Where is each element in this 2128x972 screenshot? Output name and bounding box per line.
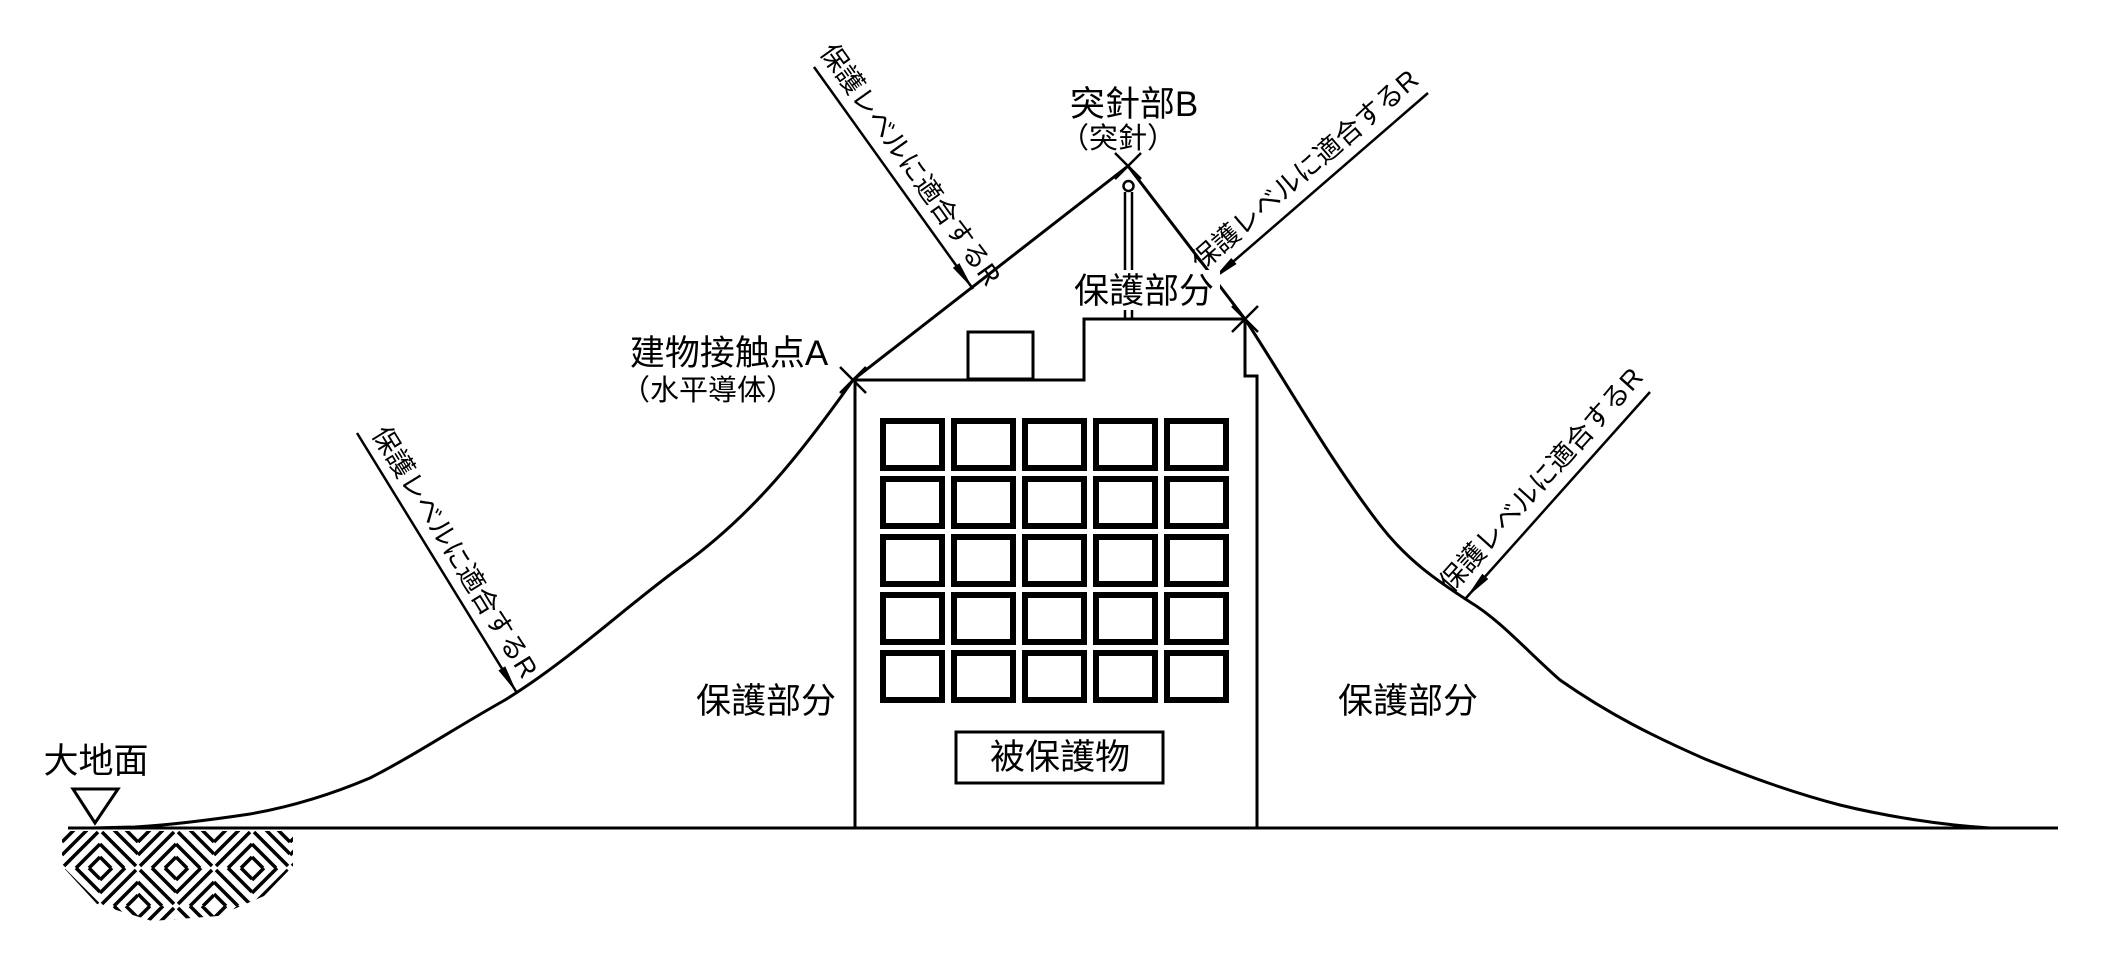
air-terminal-title: 突針部B <box>1070 85 1198 124</box>
contact-x-mark-left <box>839 366 867 394</box>
protected-part-top-label: 保護部分 <box>1074 272 1214 311</box>
ground-surface-label: 大地面 <box>43 742 148 781</box>
protected-object-box <box>954 730 1165 785</box>
air-terminal-subtitle: （突針） <box>1060 122 1176 155</box>
building-window <box>1093 476 1158 529</box>
building-window <box>1022 650 1087 703</box>
protected-part-right-label: 保護部分 <box>1338 682 1478 721</box>
building-window <box>1164 534 1229 587</box>
radius-arrow-lower-left <box>355 432 519 694</box>
building-window <box>1164 650 1229 703</box>
building-window <box>880 476 945 529</box>
building-window <box>1093 418 1158 471</box>
building-window <box>951 476 1016 529</box>
building-window <box>880 418 945 471</box>
ground-datum-icon <box>70 787 121 826</box>
contact-x-mark-apex <box>1114 152 1142 180</box>
building-window <box>1164 476 1229 529</box>
building-windows <box>880 418 1229 703</box>
radius-label-lower-left: 保護レベルに適合するR <box>366 421 543 683</box>
contact-point-subtitle: （水平導体） <box>621 374 795 407</box>
radius-arrow-lower-right <box>1465 391 1651 599</box>
building-window <box>880 534 945 587</box>
radius-label-upper-right: 保護レベルに適合するR <box>1186 64 1424 276</box>
building-window <box>1022 476 1087 529</box>
protection-curve-left <box>91 379 855 830</box>
boundary-line-apex-left <box>852 164 1129 382</box>
building-window <box>1022 418 1087 471</box>
radius-arrow-upper-left <box>812 66 975 290</box>
roof-structure <box>966 330 1035 381</box>
protection-curve-right <box>1243 318 1991 830</box>
protected-object-label: 被保護物 <box>990 738 1130 777</box>
building-window <box>1093 534 1158 587</box>
building-window <box>880 650 945 703</box>
contact-x-mark-right <box>1231 305 1259 333</box>
contact-point-title: 建物接触点A <box>630 334 829 373</box>
building-window <box>1022 534 1087 587</box>
building-window <box>951 592 1016 645</box>
building-window <box>951 534 1016 587</box>
boundary-line-apex-right <box>1126 165 1247 320</box>
radius-arrow-upper-right <box>1211 92 1429 281</box>
building-window <box>1164 418 1229 471</box>
protected-part-left-label: 保護部分 <box>696 682 836 721</box>
building-window <box>1164 592 1229 645</box>
building-window <box>1093 650 1158 703</box>
soil-hatch <box>62 831 293 921</box>
building-window <box>880 592 945 645</box>
radius-label-lower-right: 保護レベルに適合するR <box>1434 362 1649 598</box>
building-window <box>1022 592 1087 645</box>
building-window <box>1093 592 1158 645</box>
air-terminal-tip-icon <box>1122 179 1135 193</box>
building-window <box>951 650 1016 703</box>
label-backplate <box>1068 270 1220 310</box>
radius-label-upper-left: 保護レベルに適合するR <box>814 38 1007 291</box>
building-window <box>951 418 1016 471</box>
